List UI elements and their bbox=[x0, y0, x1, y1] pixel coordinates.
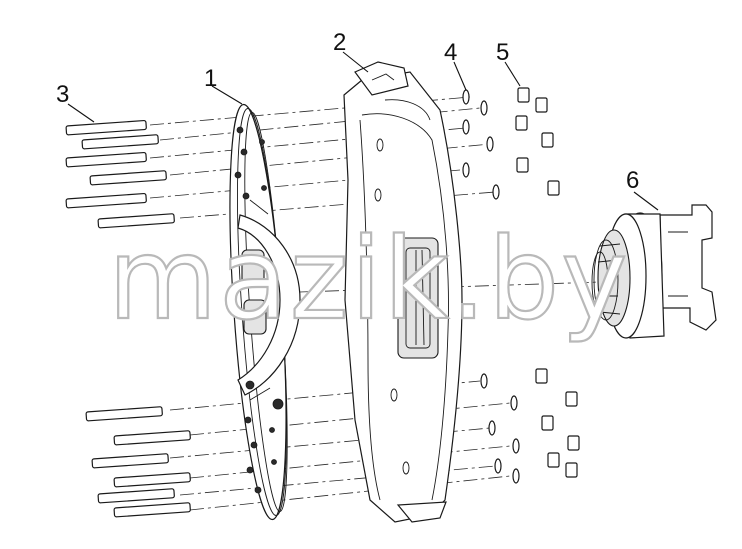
callout-5: 5 bbox=[496, 39, 509, 66]
pressure-plate bbox=[343, 61, 463, 523]
watermark-text: mazik.by bbox=[108, 215, 629, 345]
callout-4: 4 bbox=[444, 39, 457, 66]
friction-rivets bbox=[234, 126, 284, 494]
leader-lines bbox=[67, 51, 659, 211]
callout-1: 1 bbox=[204, 65, 217, 92]
studs-lower bbox=[85, 406, 191, 518]
clutch-disc bbox=[229, 103, 301, 521]
release-bearing bbox=[591, 204, 717, 339]
callout-6: 6 bbox=[626, 167, 639, 194]
callout-2: 2 bbox=[333, 29, 346, 56]
callout-3: 3 bbox=[56, 81, 69, 108]
studs-upper bbox=[65, 119, 175, 229]
washers-nuts-lower bbox=[480, 368, 580, 484]
washers-nuts-upper bbox=[462, 87, 560, 200]
